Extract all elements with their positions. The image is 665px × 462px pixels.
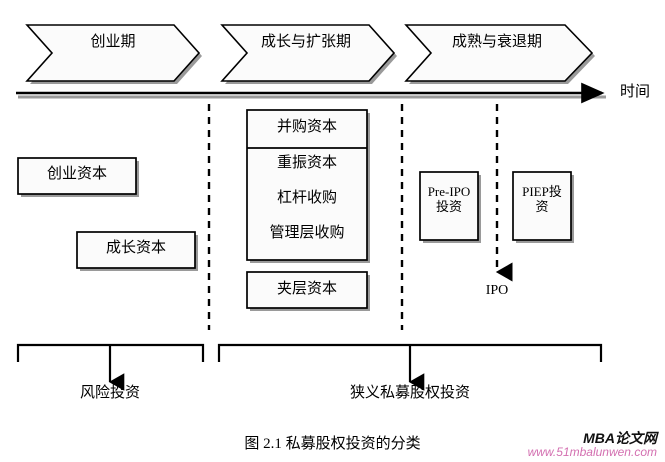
time-axis [16,82,606,104]
box-label-mezzanine-capital: 夹层资本 [276,281,337,297]
box-buyout-group [246,109,370,263]
phase-label-mature: 成熟与衰退期 [451,34,542,50]
box-label-piep: PIEP投 资 [522,184,562,215]
box-label-management-buyout: 管理层收购 [269,225,345,241]
phase-banner-growth [220,24,397,84]
phase-label-startup: 创业期 [90,34,136,50]
watermark-title: MBA论文网 [583,430,657,446]
bracket-venture-investment [16,343,205,391]
box-label-leveraged-buyout: 杠杆收购 [276,190,337,206]
phase-label-growth: 成长与扩张期 [260,34,351,50]
box-growth-capital [76,231,198,271]
box-label-ma-capital: 并购资本 [276,119,337,135]
figure-caption: 图 2.1 私募股权投资的分类 [244,436,421,452]
box-label-growth-capital: 成长资本 [105,240,166,256]
box-label-turnaround-capital: 重振资本 [276,155,337,171]
box-piep [512,171,574,243]
watermark-url: www.51mbalunwen.com [527,445,657,459]
box-venture-capital [17,157,139,197]
time-axis-label: 时间 [619,84,650,100]
phase-banner-startup [25,24,202,84]
box-label-venture-capital: 创业资本 [46,166,107,182]
box-label-pre-ipo: Pre-IPO 投资 [427,184,471,215]
box-pre-ipo [419,171,481,243]
bracket-label-narrow-pe-investment: 狭义私募股权投资 [349,385,470,401]
bracket-label-venture-investment: 风险投资 [79,385,140,401]
box-mezzanine-capital [246,271,370,311]
phase-banner-mature [404,24,595,84]
bracket-narrow-pe-investment [217,343,603,391]
ipo-label: IPO [485,283,509,298]
